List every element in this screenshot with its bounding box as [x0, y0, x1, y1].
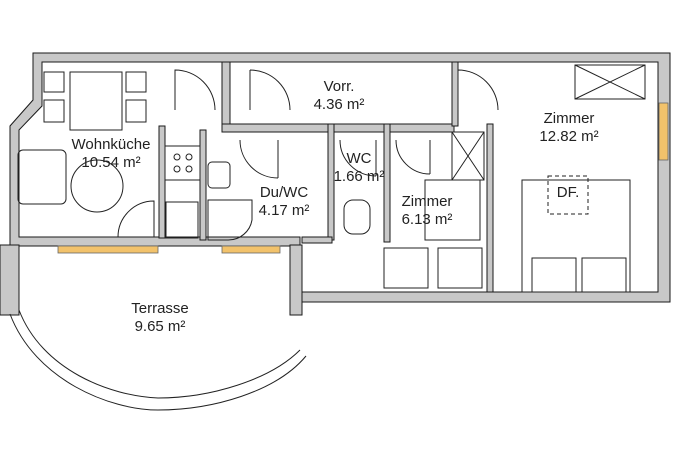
windows: [57, 102, 669, 254]
bathroom-fixtures: [207, 161, 371, 241]
terrace-outline: [9, 309, 307, 411]
doors: [117, 69, 499, 238]
room-area: 10.54 m²: [81, 154, 141, 171]
room-label-wc: WC 1.66 m²: [334, 150, 385, 186]
interior-walls: [158, 61, 494, 293]
room-label-vorraum: Vorr. 4.36 m²: [314, 78, 365, 114]
room-area: 9.65 m²: [134, 318, 186, 335]
room-name: Terrasse: [131, 300, 189, 317]
room-area: 1.66 m²: [333, 168, 385, 185]
exterior-walls: [0, 52, 671, 316]
room-name: Zimmer: [543, 110, 595, 127]
room-label-zimmer-large: Zimmer 12.82 m²: [539, 110, 598, 146]
room-name: Vorr.: [323, 78, 355, 95]
room-label-wohnkueche: Wohnküche 10.54 m²: [72, 136, 151, 172]
kitchen-dining-furniture: [17, 71, 201, 239]
room-label-bad: Du/WC 4.17 m²: [259, 184, 310, 220]
room-area: 4.36 m²: [313, 96, 365, 113]
room-area: 12.82 m²: [539, 128, 599, 145]
room-area: 4.17 m²: [258, 202, 310, 219]
room-label-zimmer-small: Zimmer 6.13 m²: [402, 193, 453, 229]
room-area: 6.13 m²: [401, 211, 453, 228]
room-name: Wohnküche: [71, 136, 151, 153]
room-label-terrasse: Terrasse 9.65 m²: [131, 300, 189, 336]
skylight-label: DF.: [556, 184, 580, 201]
room-name: Du/WC: [259, 184, 309, 201]
room-name: Zimmer: [401, 193, 453, 210]
room-name: WC: [346, 150, 372, 167]
bedroom-furniture: [383, 64, 646, 293]
